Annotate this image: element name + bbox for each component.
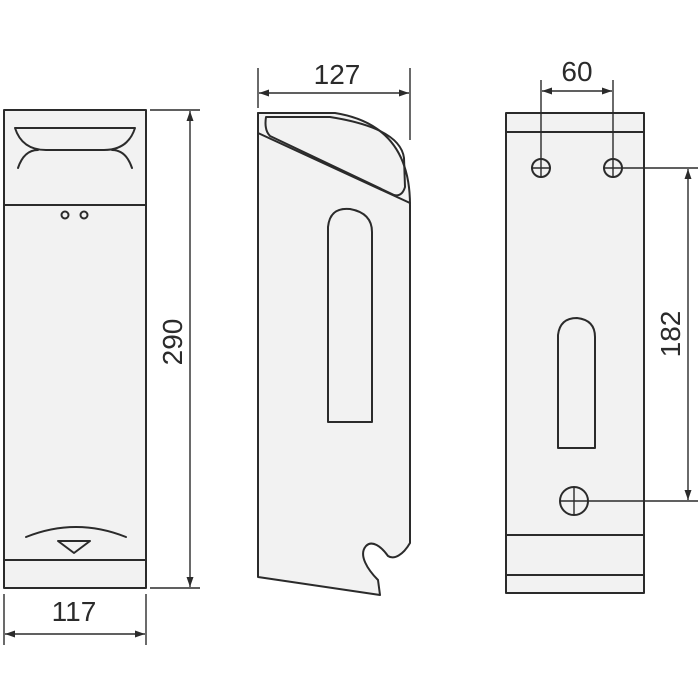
front-top-slot [14,127,136,151]
dim-117-label: 117 [52,596,97,627]
side-lid-edge [257,112,411,204]
back-mount-hole-left [531,158,551,178]
side-body [257,112,411,596]
front-slot-right-lip [111,149,133,169]
front-slot-left-lip [17,149,39,169]
front-dispense-triangle [57,540,91,554]
dim-60-label: 60 [561,56,592,87]
back-view: 60 182 [505,56,698,594]
front-dispense-arc [25,526,127,538]
side-viewing-window [327,207,373,423]
side-top-window [264,116,406,197]
front-view: 290 117 [3,109,200,645]
dim-127-label: 127 [314,59,361,90]
back-mount-hole-right [603,158,623,178]
back-slot [557,317,596,449]
front-screw-left [60,210,70,220]
dim-182-label: 182 [655,311,686,358]
back-body [505,112,645,594]
dim-290-label: 290 [157,319,188,366]
front-screw-right [79,210,89,220]
front-body [3,109,147,589]
side-view: 127 [257,59,411,596]
back-mount-hole-bottom [559,486,589,516]
